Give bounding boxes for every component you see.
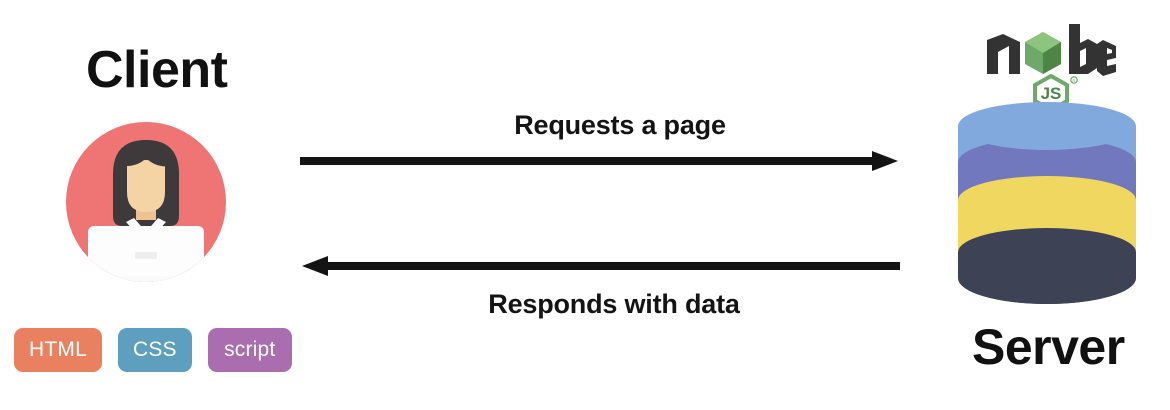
badge-html[interactable]: HTML — [14, 328, 102, 372]
client-avatar — [56, 114, 236, 294]
database-cylinder-icon — [958, 102, 1136, 304]
server-title: Server — [972, 319, 1125, 375]
client-tech-badges: HTML CSS script — [14, 328, 292, 372]
arrow-request: Requests a page — [300, 110, 900, 172]
badge-css-label: CSS — [132, 338, 177, 361]
server-database-cylinder — [952, 100, 1142, 305]
nodejs-logo: JS R — [985, 22, 1117, 113]
svg-text:R: R — [1072, 79, 1076, 84]
arrow-left-icon — [302, 256, 900, 276]
arrow-request-label: Requests a page — [514, 110, 726, 140]
arrow-response-label: Responds with data — [488, 289, 740, 319]
person-with-laptop-avatar-icon — [66, 122, 226, 282]
badge-script[interactable]: script — [207, 328, 292, 372]
badge-html-label: HTML — [29, 338, 87, 361]
nodejs-js-text: JS — [1041, 84, 1062, 103]
client-title: Client — [86, 41, 228, 99]
badge-css[interactable]: CSS — [117, 328, 192, 372]
arrow-response: Responds with data — [296, 255, 900, 325]
badge-script-label: script — [224, 338, 276, 361]
nodejs-logo-icon: JS R — [987, 24, 1116, 113]
arrow-right-icon — [300, 151, 898, 171]
